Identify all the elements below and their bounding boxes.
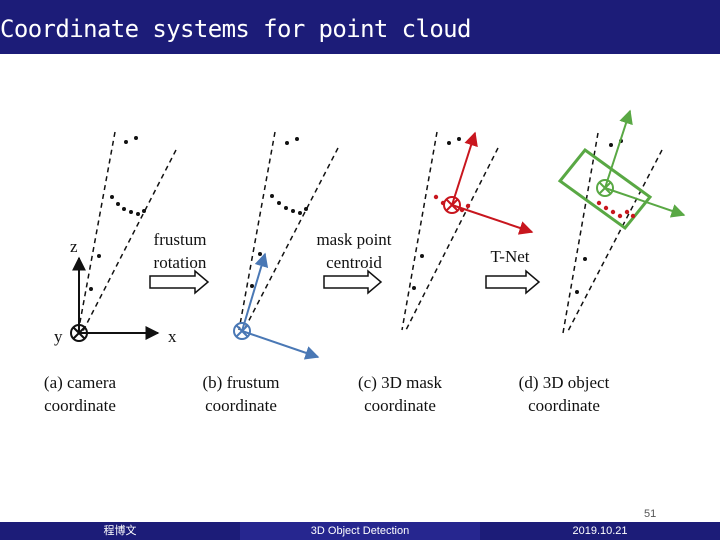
frustum-x-axis [241, 330, 320, 360]
caption-d-line2: coordinate [528, 396, 600, 415]
panel-d-object [557, 109, 686, 334]
panel-c-mask [401, 131, 534, 331]
object-x-axis [604, 187, 686, 218]
mask-centroid-symbol [443, 196, 461, 214]
transform-arrow-frustum-rotation: frustum rotation [149, 230, 210, 295]
caption-d-line1: (d) 3D object [519, 373, 610, 392]
axis-label-z: z [70, 237, 78, 256]
frustum-right-edge [405, 147, 499, 331]
caption-c-line1: (c) 3D mask [358, 373, 443, 392]
arrow-2-label-line1: mask point [316, 230, 391, 249]
panel-b-frustum [233, 131, 339, 360]
coordinate-systems-figure: z y x frustum rotation [0, 54, 720, 454]
caption-a-line2: coordinate [44, 396, 116, 415]
caption-a-line1: (a) camera [44, 373, 117, 392]
transform-arrow-mask-centroid: mask point centroid [316, 230, 392, 295]
arrow-3-label-line1: T-Net [490, 247, 529, 266]
frustum-z-axis [241, 252, 269, 332]
mask-z-axis [451, 131, 478, 206]
footer-date: 2019.10.21 [480, 522, 720, 540]
captions: (a) camera coordinate (b) frustum coordi… [44, 373, 610, 415]
frustum-left-edge [238, 131, 276, 331]
axis-label-y: y [54, 327, 63, 346]
footer-bar: 程博文 3D Object Detection 2019.10.21 [0, 522, 720, 540]
point-cloud-a [89, 136, 146, 291]
y-axis-symbol [70, 324, 88, 342]
frustum-left-edge [401, 131, 438, 331]
point-cloud-c [412, 137, 461, 290]
object-origin-symbol [596, 179, 614, 197]
page-number: 51 [644, 508, 657, 520]
footer-author: 程博文 [0, 522, 240, 540]
point-cloud-b [250, 137, 308, 288]
object-points-d [596, 200, 636, 219]
arrow-1-label-line1: frustum [154, 230, 207, 249]
arrow-2-label-line2: centroid [326, 253, 382, 272]
frustum-origin-symbol [233, 322, 251, 340]
3d-bounding-box [557, 147, 653, 231]
frustum-right-edge [81, 149, 177, 334]
title-bar: Coordinate systems for point cloud [0, 0, 720, 54]
frustum-right-edge [566, 149, 663, 334]
slide-title: Coordinate systems for point cloud [0, 15, 471, 43]
footer-topic: 3D Object Detection [240, 522, 480, 540]
mask-x-axis [451, 204, 534, 235]
caption-c-line2: coordinate [364, 396, 436, 415]
frustum-right-edge [243, 147, 339, 331]
arrow-1-label-line2: rotation [154, 253, 207, 272]
panel-a-camera: z y x [54, 131, 177, 346]
object-z-axis [604, 109, 633, 189]
hollow-arrow-3 [485, 269, 541, 295]
axis-label-x: x [168, 327, 177, 346]
caption-b-line1: (b) frustum [203, 373, 280, 392]
frustum-left-edge [77, 131, 116, 334]
hollow-arrow-2 [323, 269, 383, 295]
caption-b-line2: coordinate [205, 396, 277, 415]
hollow-arrow-1 [149, 269, 210, 295]
frustum-left-edge [562, 132, 599, 334]
figure-canvas: z y x frustum rotation [44, 109, 686, 415]
transform-arrow-tnet: T-Net [485, 247, 541, 295]
